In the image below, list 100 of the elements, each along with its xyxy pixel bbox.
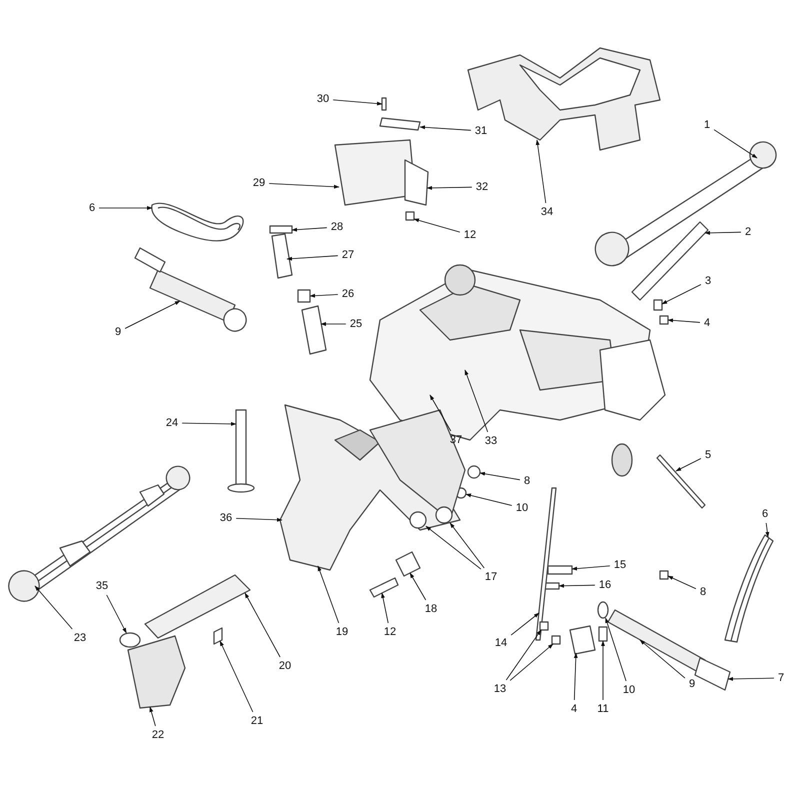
- machine-part: [269, 225, 293, 234]
- washer: [409, 511, 427, 529]
- callout-number: 15: [612, 559, 628, 571]
- leader-line: [182, 422, 237, 426]
- callout-number: 18: [424, 603, 438, 615]
- callout-number: 4: [570, 703, 578, 715]
- machine-part: [297, 289, 311, 303]
- leader-line: [244, 592, 280, 658]
- callout-number: 10: [622, 684, 636, 696]
- callout-number: 2: [744, 226, 752, 238]
- machine-part: [369, 577, 399, 598]
- machine-part: [694, 657, 731, 691]
- callout-number: 17: [484, 571, 498, 583]
- leader-line: [430, 394, 452, 432]
- leader-line: [413, 218, 460, 232]
- callout-number: 8: [698, 586, 708, 598]
- leader-line: [320, 322, 346, 326]
- leader-line: [510, 612, 540, 636]
- machine-part: [539, 621, 549, 631]
- callout-number: 31: [474, 125, 488, 137]
- leader-line: [662, 284, 702, 304]
- washer: [435, 506, 453, 524]
- callout-number: 10: [514, 502, 530, 514]
- leader-line: [704, 230, 742, 235]
- leader-line: [605, 617, 626, 682]
- leader-line: [124, 300, 180, 329]
- leader-line: [714, 129, 758, 158]
- leader-line: [426, 186, 472, 190]
- machine-part: [301, 305, 327, 355]
- leader-line: [268, 183, 340, 189]
- machine-part: [659, 570, 669, 580]
- link-plate: [544, 582, 560, 590]
- machine-part: [607, 609, 706, 673]
- machine-part: [144, 574, 251, 639]
- leader-line: [332, 99, 383, 106]
- callout-number: 25: [348, 318, 364, 330]
- machine-part: [379, 117, 421, 131]
- callout-number: 14: [494, 637, 508, 649]
- leader-line: [291, 227, 328, 232]
- machine-part: [405, 211, 415, 221]
- leader-line: [558, 584, 596, 588]
- machine-part: [279, 404, 466, 571]
- leader-line: [450, 522, 485, 568]
- machine-part: [653, 299, 663, 311]
- machine-part: [724, 534, 774, 643]
- leader-line: [410, 572, 426, 600]
- callout-number: 33: [484, 435, 498, 447]
- machine-part: [659, 315, 669, 325]
- machine-part: [551, 635, 561, 645]
- callout-number: 7: [776, 672, 786, 684]
- callout-number: 6: [88, 202, 96, 214]
- callout-number: 23: [72, 632, 88, 644]
- callout-number: 9: [688, 678, 696, 690]
- callout-number: 1: [702, 119, 712, 131]
- leader-line: [727, 676, 774, 681]
- machine-part: [8, 466, 190, 602]
- leader-line: [98, 206, 153, 210]
- leader-line: [381, 592, 389, 624]
- leader-line: [479, 472, 520, 480]
- link-plate: [547, 565, 573, 575]
- leader-line: [510, 644, 554, 681]
- machine-part: [569, 625, 596, 655]
- machine-part: [127, 635, 186, 709]
- callout-number: 26: [340, 288, 356, 300]
- leader-line: [601, 640, 605, 700]
- machine-part: [227, 409, 255, 493]
- callout-number: 34: [540, 206, 554, 218]
- machine-part: [395, 551, 421, 577]
- callout-number: 27: [340, 249, 356, 261]
- leader-line: [419, 125, 472, 131]
- leader-line: [465, 494, 512, 506]
- callout-number: 28: [330, 221, 344, 233]
- callout-number: 35: [94, 580, 110, 592]
- washer: [597, 601, 609, 619]
- callout-number: 19: [334, 626, 350, 638]
- callout-number: 24: [164, 417, 180, 429]
- leader-line: [34, 586, 73, 630]
- callout-number: 36: [218, 512, 234, 524]
- leader-line: [318, 565, 340, 624]
- callout-number: 5: [704, 449, 712, 461]
- washer: [119, 632, 141, 648]
- callout-number: 12: [382, 626, 398, 638]
- leader-line: [150, 706, 156, 726]
- leader-line: [106, 594, 127, 634]
- callout-number: 6: [760, 508, 770, 520]
- machine-part: [213, 627, 223, 645]
- machine-part: [535, 487, 557, 641]
- leader-line: [464, 369, 488, 432]
- callout-number: 8: [522, 475, 532, 487]
- callout-number: 4: [702, 317, 712, 329]
- leader-line: [640, 640, 686, 678]
- leader-line: [286, 255, 338, 261]
- leader-line: [536, 139, 546, 204]
- leader-line: [668, 576, 696, 590]
- leader-line: [309, 294, 338, 298]
- washer: [467, 465, 481, 479]
- machine-part: [271, 233, 293, 279]
- callout-number: 3: [704, 275, 712, 287]
- callout-number: 22: [150, 729, 166, 741]
- machine-part: [404, 159, 429, 206]
